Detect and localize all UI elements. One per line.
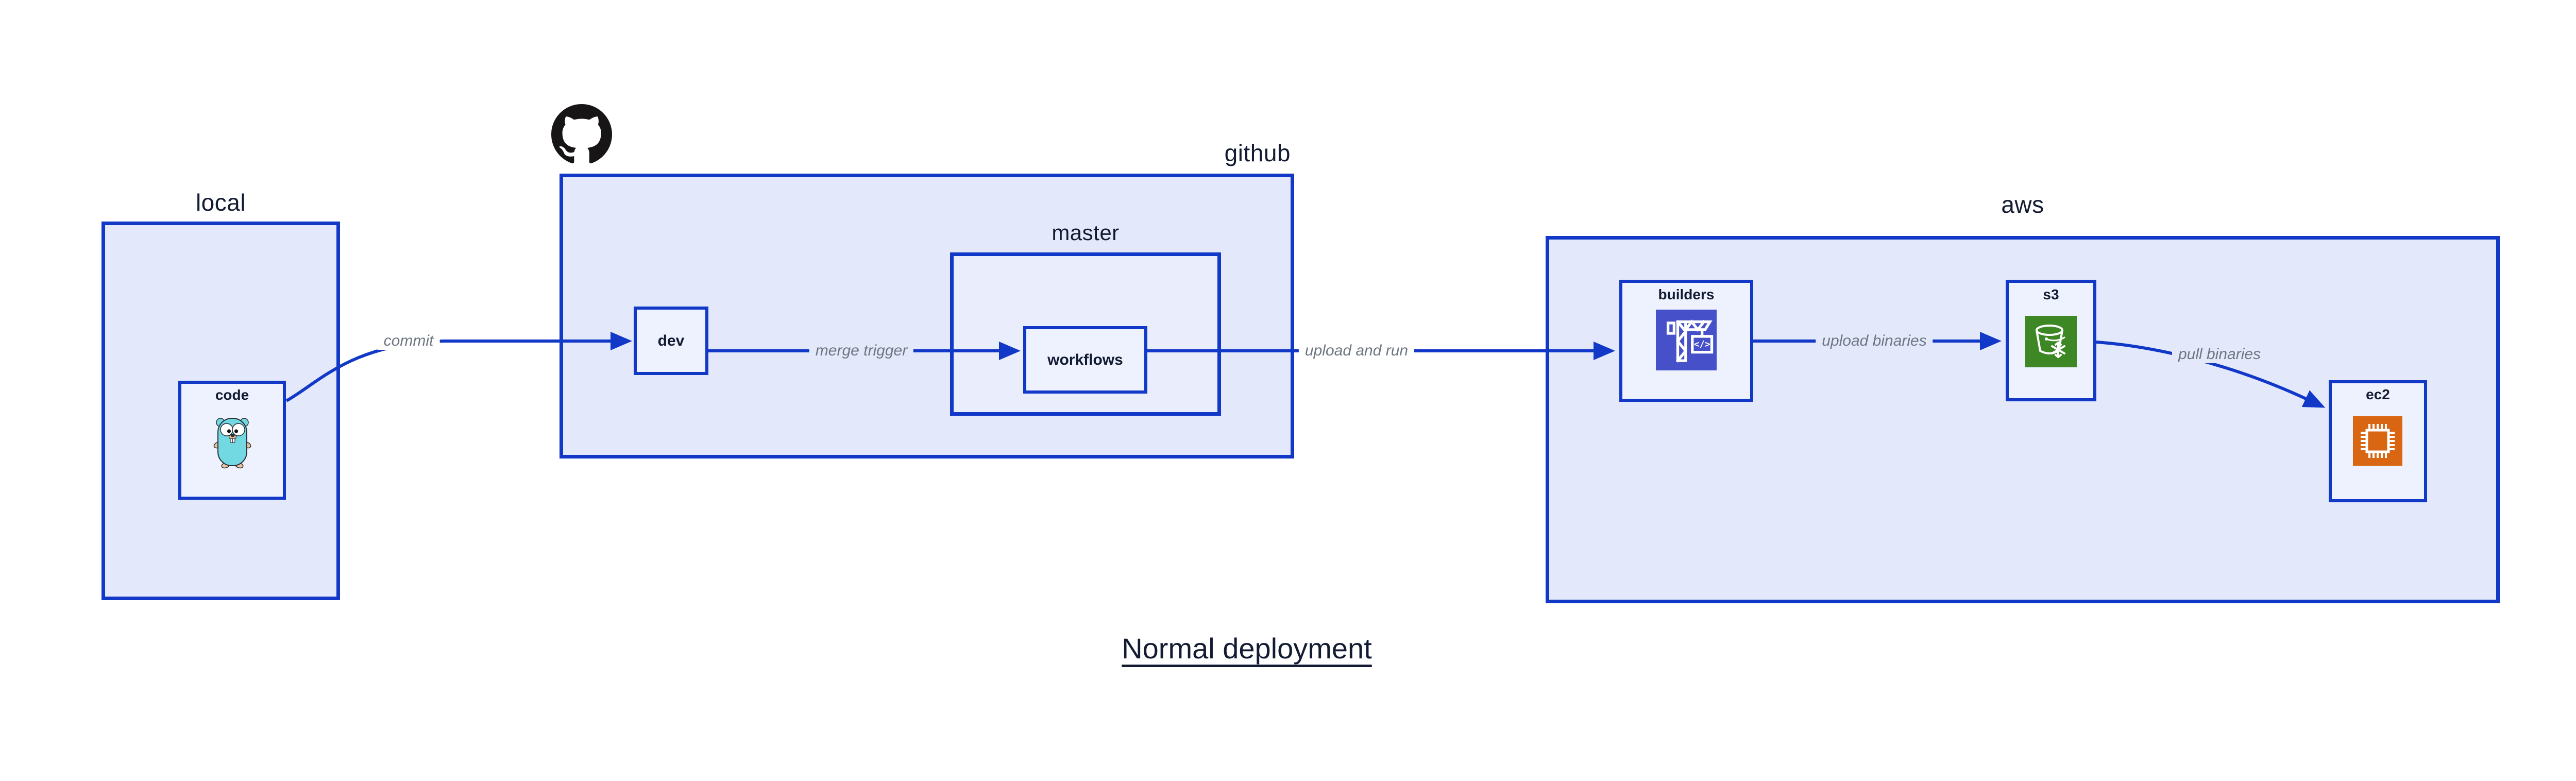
codebuild-crane-icon: </> (1656, 310, 1717, 370)
node-code-label: code (215, 387, 249, 403)
diagram-title-text: Normal deployment (1122, 632, 1372, 665)
svg-text:</>: </> (1694, 339, 1710, 350)
node-builders-label: builders (1658, 286, 1715, 302)
edge-upload-and-run-label: upload and run (1298, 342, 1415, 360)
container-aws-label: aws (2001, 191, 2044, 218)
container-github-label: github (1224, 140, 1291, 166)
container-local-label: local (195, 189, 246, 216)
container-master-label: master (1052, 220, 1120, 245)
github-octocat-icon (551, 104, 612, 165)
go-gopher-icon (212, 413, 252, 469)
ec2-chip-icon (2353, 416, 2402, 466)
edge-merge-trigger-label: merge trigger (809, 342, 914, 360)
node-workflows: workflows (1023, 326, 1147, 394)
node-ec2-label: ec2 (2366, 386, 2390, 402)
edge-commit-label: commit (377, 332, 440, 350)
diagram-title: Normal deployment (1113, 632, 1381, 665)
node-s3-label: s3 (2043, 286, 2059, 302)
node-dev: dev (634, 307, 708, 375)
edge-pull-binaries-label: pull binaries (2172, 346, 2267, 363)
edge-upload-binaries-label: upload binaries (1816, 332, 1933, 350)
s3-bucket-icon (2025, 316, 2077, 367)
